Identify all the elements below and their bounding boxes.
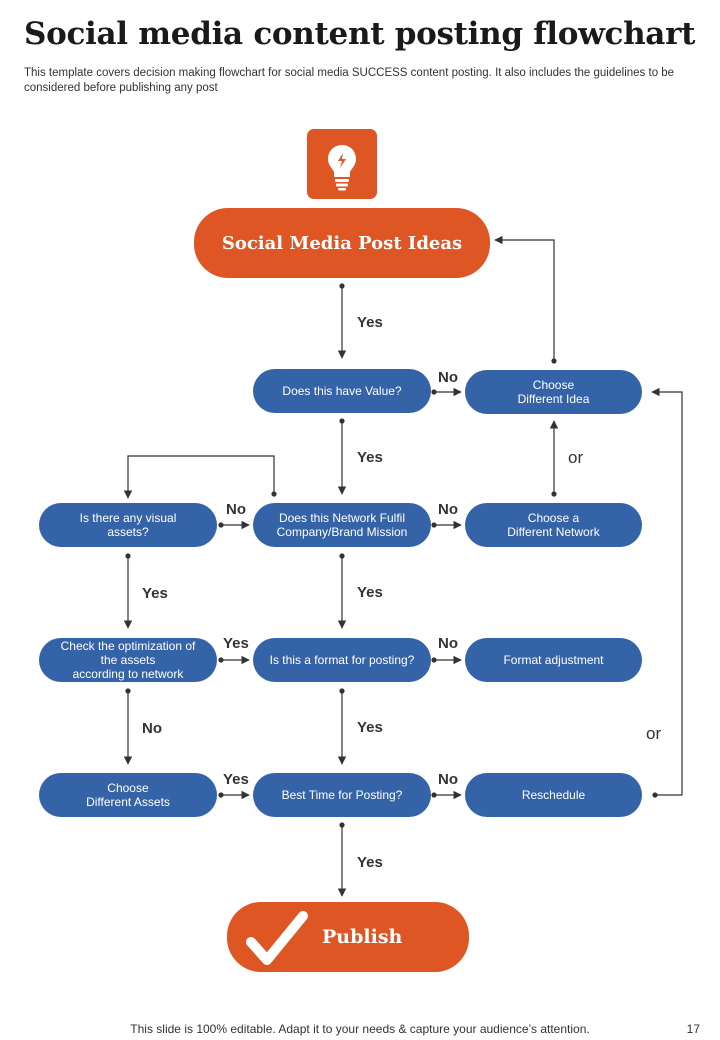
- label-yes-format: Yes: [357, 719, 383, 736]
- label-no-value: No: [438, 369, 458, 386]
- connector-reschedule-loop: [651, 387, 683, 796]
- label-yes-assets: Yes: [223, 771, 249, 788]
- page-subtitle: This template covers decision making flo…: [24, 67, 675, 94]
- label-yes-time: Yes: [357, 854, 383, 871]
- label-yes-start: Yes: [357, 314, 383, 331]
- connector-network-to-visual: [123, 455, 275, 499]
- node-format-adjustment: Format adjustment: [465, 638, 642, 682]
- label-yes-visual: Yes: [142, 585, 168, 602]
- label-no-format: No: [438, 635, 458, 652]
- start-node: Social Media Post Ideas: [194, 208, 490, 278]
- node-visual-assets: Is there any visual assets?: [39, 503, 217, 547]
- label-or-network: or: [568, 448, 584, 467]
- footer-note: This slide is 100% editable. Adapt it to…: [130, 1022, 590, 1036]
- lightbulb-icon-box: [307, 129, 377, 199]
- node-check-optimization: Check the optimization of the assets acc…: [39, 638, 217, 682]
- node-value-question: Does this have Value?: [253, 369, 431, 413]
- node-best-time: Best Time for Posting?: [253, 773, 431, 817]
- lightbulb-icon: [328, 145, 356, 191]
- page-number: 17: [686, 1022, 700, 1036]
- connector-idea-to-start: [494, 235, 555, 361]
- label-or-reschedule: or: [646, 724, 662, 743]
- label-yes-value: Yes: [357, 449, 383, 466]
- node-choose-assets: Choose Different Assets: [39, 773, 217, 817]
- end-node-publish: Publish: [227, 902, 469, 972]
- label-yes-network: Yes: [357, 584, 383, 601]
- checkmark-icon: [246, 911, 308, 965]
- publish-label: Publish: [322, 926, 403, 948]
- node-reschedule: Reschedule: [465, 773, 642, 817]
- label-no-check: No: [142, 720, 162, 737]
- node-choose-network: Choose a Different Network: [465, 503, 642, 547]
- label-no-visual: No: [226, 501, 246, 518]
- node-format-posting: Is this a format for posting?: [253, 638, 431, 682]
- node-network-fulfil: Does this Network Fulfil Company/Brand M…: [253, 503, 431, 547]
- node-choose-idea: Choose Different Idea: [465, 370, 642, 414]
- page-title: Social media content posting flowchart: [24, 16, 696, 52]
- label-no-time: No: [438, 771, 458, 788]
- label-no-network: No: [438, 501, 458, 518]
- label-yes-check: Yes: [223, 635, 249, 652]
